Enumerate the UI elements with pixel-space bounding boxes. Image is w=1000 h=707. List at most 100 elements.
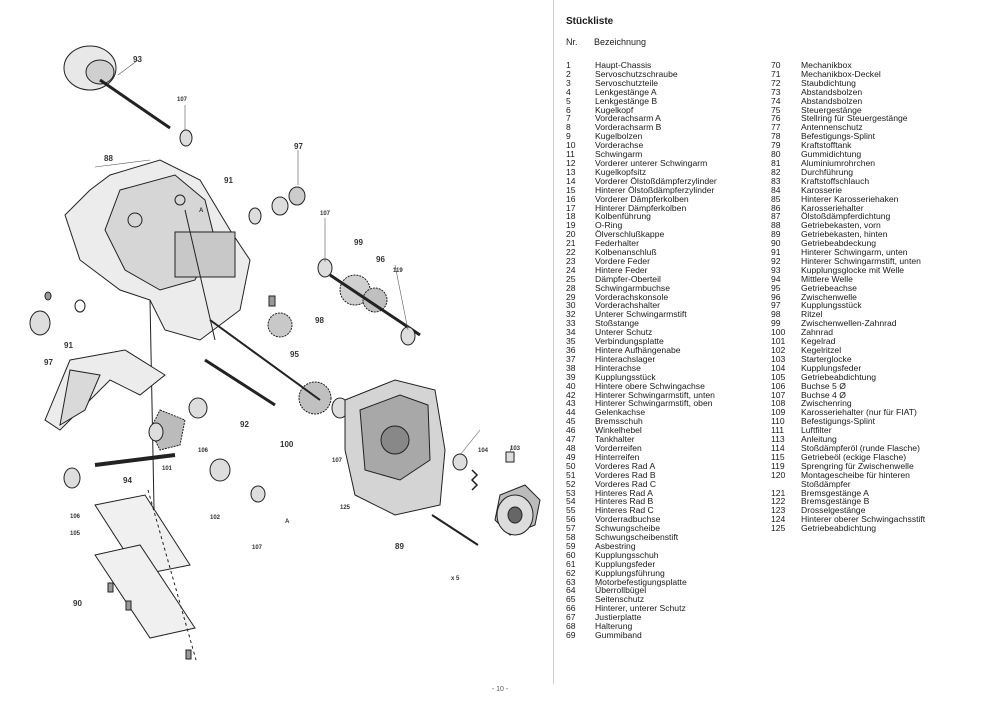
part-name: Vorderes Rad C: [595, 478, 657, 489]
label-96: 96: [376, 255, 385, 264]
part-number: 37: [566, 353, 576, 364]
part-name: Getriebekasten, vorn: [801, 220, 881, 231]
bolt: [431, 514, 479, 546]
part-number: 52: [566, 478, 576, 489]
part-name: Kupplungsstück: [595, 371, 656, 382]
part-number: 93: [771, 264, 781, 275]
part-name: Kraftstofftank: [801, 140, 852, 151]
part-number: 102: [771, 345, 786, 355]
part-number: 42: [566, 389, 576, 400]
part-name: Hinterachse: [595, 362, 641, 373]
part-number: 87: [771, 211, 781, 222]
part-name: Kugelkopf: [595, 104, 634, 115]
part-number: 53: [566, 487, 576, 498]
part-number: 13: [566, 166, 576, 177]
cover-screws: [107, 582, 192, 660]
part-name: Hinterer Schwingarmstift, unten: [801, 255, 921, 266]
label-89: 89: [395, 542, 404, 551]
part-number: 32: [566, 309, 576, 320]
part-number: 38: [566, 362, 576, 373]
part-number: 111: [771, 425, 785, 436]
part-number: 109: [771, 407, 786, 418]
part-number: 28: [566, 282, 576, 293]
part-name: Ritzel: [801, 309, 823, 320]
header-description: Bezeichnung: [594, 37, 647, 47]
parts-row: 36 Hintere Aufhängenabe: [566, 346, 771, 355]
part-number: 124: [771, 514, 786, 525]
label-91: 91: [224, 176, 233, 185]
part-name: Abstandsbolzen: [801, 95, 863, 106]
label-95: 95: [290, 350, 299, 359]
part-name: Winkelhebel: [595, 425, 642, 436]
part-number: 15: [566, 184, 576, 195]
part-name: Befestigungs-Splint: [801, 416, 876, 427]
part-name: Bremsschuh: [595, 416, 643, 427]
part-number: 16: [566, 193, 576, 204]
part-number: 30: [566, 300, 576, 311]
part-name: Hintere Aufhängenabe: [595, 345, 681, 355]
label-107: 107: [177, 97, 188, 103]
parts-row: 13 Kugelkopfsitz: [566, 166, 771, 177]
label-119: 119: [393, 268, 403, 274]
part-number: 7: [566, 113, 571, 124]
part-number: 36: [566, 345, 576, 355]
part-name: Montagescheibe für hinteren: [801, 469, 910, 480]
part-name: Befestigungs-Splint: [801, 131, 876, 142]
intermediate-gear-part: [317, 258, 421, 346]
part-number: 95: [771, 282, 781, 293]
label-102: 102: [210, 515, 221, 521]
part-name: Kugelkopfsitz: [595, 166, 647, 177]
part-number: 72: [771, 77, 781, 88]
part-number: 66: [566, 603, 576, 614]
part-number: 60: [566, 549, 576, 560]
main-gear-part: [209, 319, 349, 419]
part-name: Vorderer unterer Schwingarm: [595, 157, 708, 168]
part-name: Hinterer oberer Schwingachsstift: [801, 514, 926, 525]
part-name: Kupplungsfeder: [801, 362, 862, 373]
part-name: Asbestring: [595, 540, 636, 551]
part-number: 115: [771, 451, 785, 462]
part-number: 107: [771, 389, 786, 400]
part-name: Drosselgestänge: [801, 505, 866, 516]
part-name: Bremsgestänge B: [801, 496, 870, 507]
part-name: Starterglocke: [801, 353, 852, 364]
part-number: 24: [566, 264, 576, 275]
part-name: Aluminiumrohrchen: [801, 157, 876, 168]
part-number: 110: [771, 416, 785, 427]
part-name: Unterer Schwingarmstift: [595, 309, 687, 320]
part-number: 88: [771, 220, 781, 231]
part-name: Sprengring für Zwischenwelle: [801, 460, 914, 471]
part-name: Ölstoßdämpferdichtung: [801, 211, 891, 222]
part-number: 39: [566, 371, 576, 382]
bevel-gear-part: [148, 397, 208, 451]
label-107: 107: [320, 211, 331, 217]
label-104: 104: [478, 448, 489, 454]
part-name: Stoßdämpfer: [801, 478, 851, 489]
